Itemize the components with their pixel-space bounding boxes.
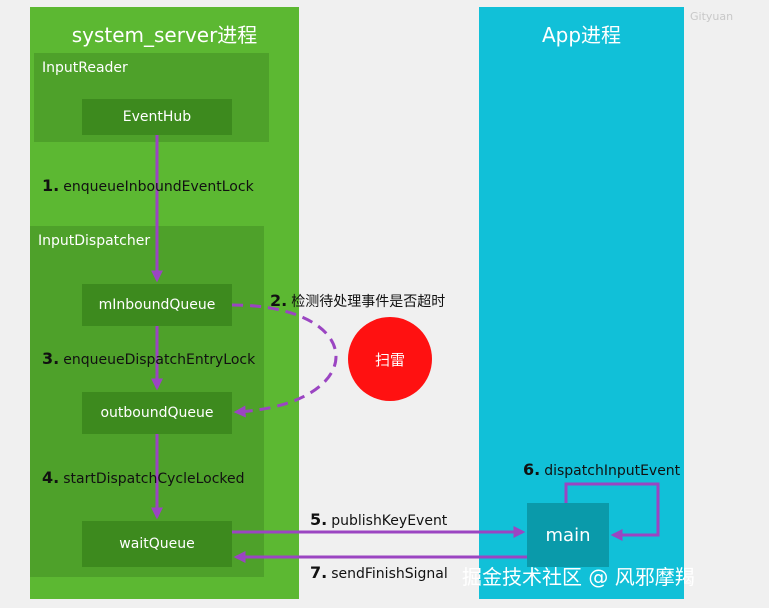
watermark: Gityuan (690, 10, 734, 23)
arrow-dispatch-input-event (564, 482, 660, 541)
step-1-label: 1.enqueueInboundEventLock (42, 176, 254, 195)
step-4-number: 4. (42, 468, 60, 487)
eventhub-node: EventHub (82, 99, 232, 135)
step-3-text: enqueueDispatchEntryLock (63, 352, 256, 368)
step-2-text: 检测待处理事件是否超时 (291, 294, 446, 310)
step-7-label: 7.sendFinishSignal (310, 563, 448, 582)
system-server-title: system_server进程 (71, 23, 258, 47)
step-6-label: 6.dispatchInputEvent (523, 460, 680, 479)
step-2-label: 2.检测待处理事件是否超时 (270, 291, 445, 311)
app-process-panel: App进程 (479, 7, 684, 599)
app-process-title: App进程 (541, 23, 622, 47)
main-thread-node: main (527, 503, 609, 567)
step-4-label: 4.startDispatchCycleLocked (42, 468, 245, 487)
step-5-number: 5. (310, 510, 328, 529)
input-dispatcher-label: InputDispatcher (38, 233, 151, 249)
minesweeper-circle: 扫雷 (348, 317, 432, 401)
minbound-queue-node: mInboundQueue (82, 284, 232, 326)
step-5-text: publishKeyEvent (331, 513, 448, 529)
step-7-text: sendFinishSignal (331, 566, 448, 582)
step-7-number: 7. (310, 563, 328, 582)
step-3-label: 3.enqueueDispatchEntryLock (42, 349, 255, 368)
step-4-text: startDispatchCycleLocked (63, 471, 245, 487)
step-3-number: 3. (42, 349, 60, 368)
wait-queue-node: waitQueue (82, 521, 232, 567)
input-reader-label: InputReader (42, 60, 128, 76)
step-1-number: 1. (42, 176, 60, 195)
step-2-number: 2. (270, 291, 288, 310)
step-6-number: 6. (523, 460, 541, 479)
arrow-timeout-check (231, 303, 338, 418)
step-6-text: dispatchInputEvent (544, 463, 681, 479)
footer-credit: 掘金技术社区 @ 风邪摩羯 (462, 565, 695, 589)
step-5-label: 5.publishKeyEvent (310, 510, 447, 529)
step-1-text: enqueueInboundEventLock (63, 179, 254, 195)
outbound-queue-node: outboundQueue (82, 392, 232, 434)
